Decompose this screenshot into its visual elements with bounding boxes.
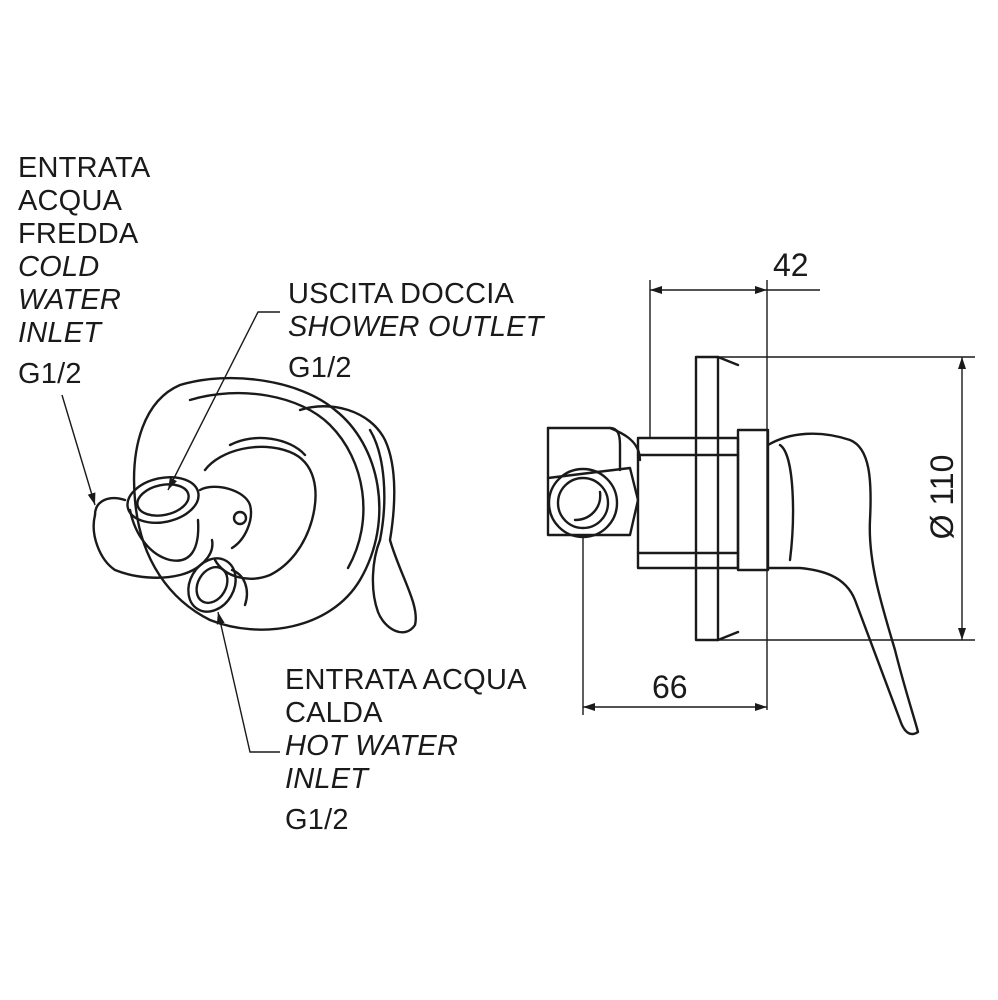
shower-outlet-line2: SHOWER OUTLET [288, 311, 544, 343]
dimension-66 [582, 537, 767, 715]
cold-inlet-leader [61, 394, 96, 506]
cold-inlet-line1: ENTRATA [18, 152, 151, 184]
shower-outlet-thread: G1/2 [288, 352, 352, 384]
hot-inlet-line3: HOT WATER [285, 730, 459, 762]
shower-outlet-port [126, 476, 200, 524]
cold-inlet-line6: INLET [18, 317, 102, 349]
side-wall-plate [694, 355, 720, 642]
hot-inlet-line1: ENTRATA ACQUA [285, 664, 527, 696]
side-view [546, 355, 920, 736]
cold-inlet-label: ENTRATA ACQUA FREDDA COLD WATER INLET G1… [18, 152, 150, 391]
cold-inlet-line3: FREDDA [18, 218, 139, 250]
dimension-diameter-text: Ø 110 [924, 454, 960, 540]
shower-outlet-line1: USCITA DOCCIA [288, 278, 515, 310]
side-lever [766, 432, 920, 736]
cartridge-body [203, 445, 317, 580]
dimension-diameter-110 [718, 356, 975, 641]
side-port-outer [547, 467, 619, 539]
dimension-42 [649, 280, 820, 710]
cold-inlet-line2: ACQUA [18, 185, 123, 217]
wall-plate-outline [132, 376, 381, 631]
hot-inlet-thread: G1/2 [285, 804, 349, 836]
hot-inlet-leader [216, 611, 280, 753]
side-body [636, 436, 740, 570]
cold-inlet-line5: WATER [18, 284, 122, 316]
hot-inlet-port [187, 557, 237, 613]
hot-inlet-label: ENTRATA ACQUA CALDA HOT WATER INLET G1/2 [285, 664, 527, 837]
perspective-view [92, 376, 417, 634]
dimension-66-text: 66 [652, 669, 688, 705]
hot-inlet-line2: CALDA [285, 697, 383, 729]
dimension-42-text: 42 [773, 247, 809, 283]
cold-inlet-thread: G1/2 [18, 358, 82, 390]
lever-handle [298, 405, 417, 634]
shower-outlet-leader [167, 311, 280, 491]
hot-inlet-line4: INLET [285, 763, 369, 795]
cold-inlet-line4: COLD [18, 251, 100, 283]
shower-outlet-label: USCITA DOCCIA SHOWER OUTLET G1/2 [288, 278, 544, 385]
